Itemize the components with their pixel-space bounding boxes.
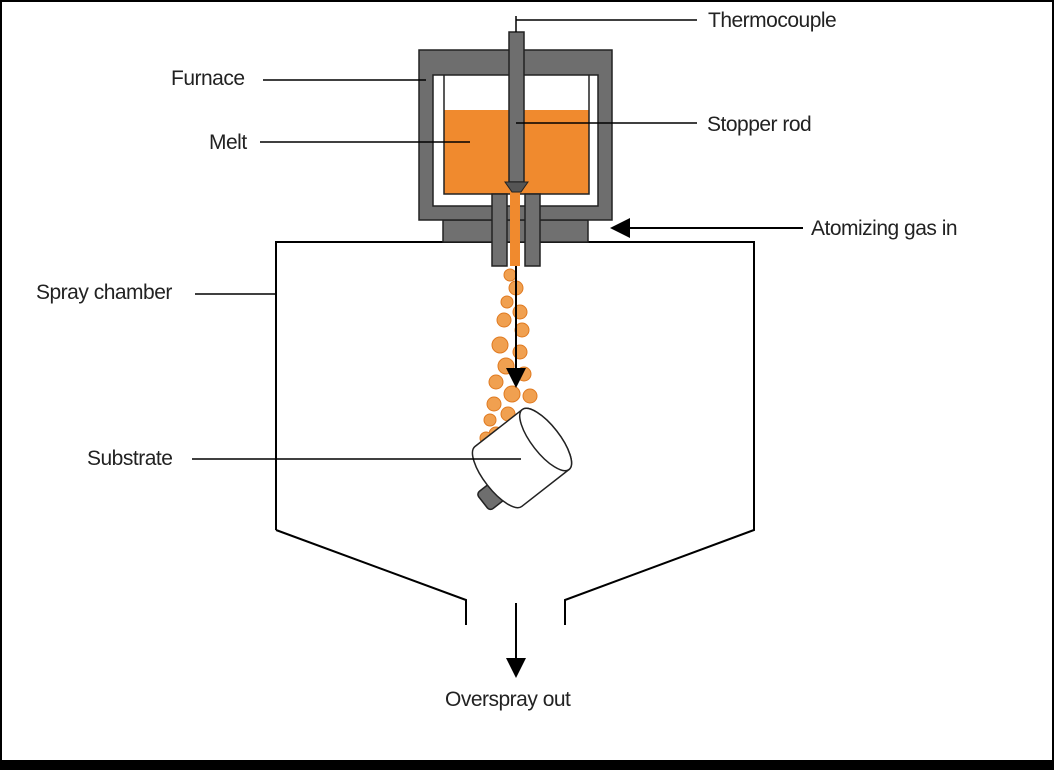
label-furnace: Furnace [171,67,245,90]
thermocouple-leader [515,16,697,32]
label-stopper-rod: Stopper rod [707,113,811,136]
label-atomizing-gas: Atomizing gas in [811,217,957,240]
substrate [471,407,573,511]
melt-stream [510,192,520,266]
leader-lines [192,16,697,460]
nozzle-right-wall [524,193,541,267]
substrate-face [519,407,573,472]
label-substrate: Substrate [87,447,172,470]
label-thermocouple: Thermocouple [708,9,836,32]
stopper-rod [508,31,525,183]
label-melt: Melt [209,131,247,154]
stopper-tip [504,181,529,193]
spray-chamber-outline [275,241,755,625]
label-overspray: Overspray out [445,688,571,711]
nozzle-left-wall [491,193,508,267]
label-spray-chamber: Spray chamber [36,281,172,304]
